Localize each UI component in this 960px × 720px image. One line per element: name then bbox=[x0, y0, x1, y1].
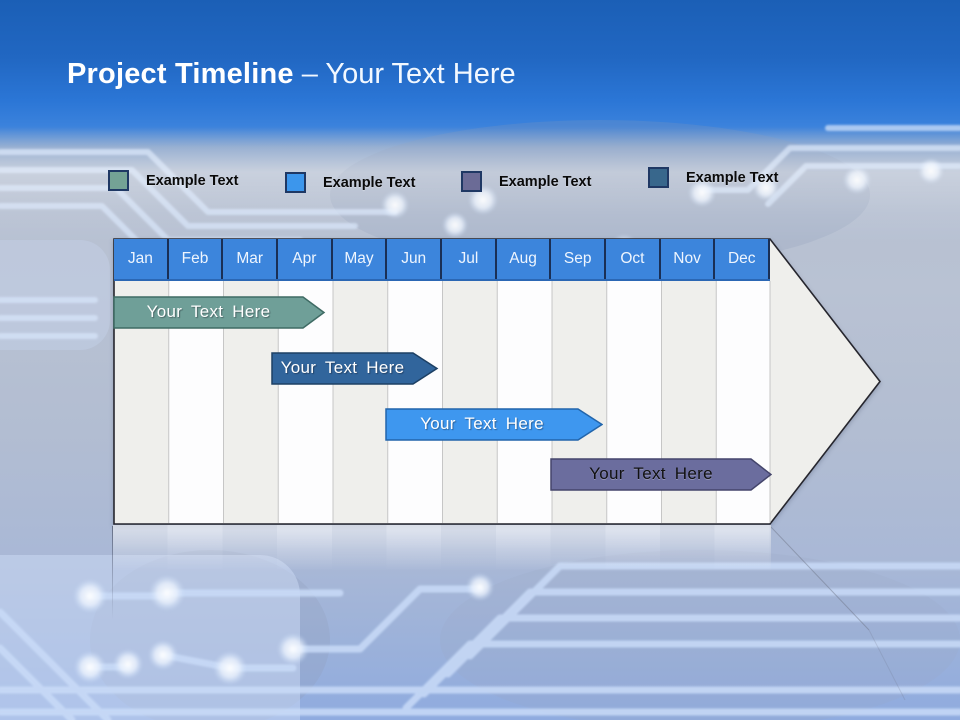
legend-swatch-blue bbox=[285, 172, 306, 193]
month-header-row: Jan Feb Mar Apr May Jun Jul Aug Sep Oct … bbox=[114, 239, 771, 281]
timeline-chart: Jan Feb Mar Apr May Jun Jul Aug Sep Oct … bbox=[113, 238, 883, 526]
month-cell-jan: Jan bbox=[114, 239, 169, 279]
title-secondary: – Your Text Here bbox=[301, 58, 516, 90]
chart-reflection-stripes bbox=[113, 525, 771, 571]
chart-reflection-edge bbox=[112, 526, 113, 620]
legend-swatch-purple bbox=[461, 171, 482, 192]
legend-swatch-steelblue bbox=[648, 167, 669, 188]
legend-label: Example Text bbox=[146, 172, 239, 189]
bar-arrow-shape bbox=[385, 408, 603, 441]
bar-label: Your Text Here bbox=[589, 464, 713, 483]
title-primary: Project Timeline bbox=[67, 58, 294, 90]
month-cell-jul: Jul bbox=[442, 239, 497, 279]
gantt-bar-3: Your Text Here bbox=[385, 408, 603, 441]
month-cell-nov: Nov bbox=[661, 239, 716, 279]
legend-item-3: Example Text bbox=[461, 171, 591, 192]
month-cell-jun: Jun bbox=[387, 239, 443, 279]
legend-item-4: Example Text bbox=[648, 167, 778, 188]
gantt-bar-1: Your Text Here bbox=[113, 296, 326, 329]
month-cell-dec: Dec bbox=[715, 239, 771, 279]
legend-item-1: Example Text bbox=[108, 170, 238, 191]
legend-label: Example Text bbox=[499, 173, 592, 190]
month-cell-sep: Sep bbox=[551, 239, 607, 279]
bar-arrow-shape bbox=[550, 458, 772, 491]
legend-label: Example Text bbox=[323, 174, 416, 191]
month-cell-apr: Apr bbox=[278, 239, 333, 279]
slide-title: Project Timeline – Your Text Here bbox=[67, 58, 516, 91]
month-cell-oct: Oct bbox=[606, 239, 661, 279]
month-cell-may: May bbox=[333, 239, 388, 279]
chart-reflection bbox=[113, 525, 771, 571]
gantt-bar-4: Your Text Here bbox=[550, 458, 772, 491]
bar-arrow-shape bbox=[271, 352, 439, 385]
legend-item-2: Example Text bbox=[285, 172, 415, 193]
bar-arrow-shape bbox=[113, 296, 326, 329]
month-cell-aug: Aug bbox=[497, 239, 552, 279]
month-cell-mar: Mar bbox=[223, 239, 279, 279]
legend-swatch-teal bbox=[108, 170, 129, 191]
gantt-bar-2: Your Text Here bbox=[271, 352, 439, 385]
bar-label: Your Text Here bbox=[280, 358, 405, 377]
bar-label: Your Text Here bbox=[420, 414, 544, 433]
bar-label: Your Text Here bbox=[146, 302, 271, 321]
legend-label: Example Text bbox=[686, 169, 779, 186]
month-cell-feb: Feb bbox=[169, 239, 224, 279]
